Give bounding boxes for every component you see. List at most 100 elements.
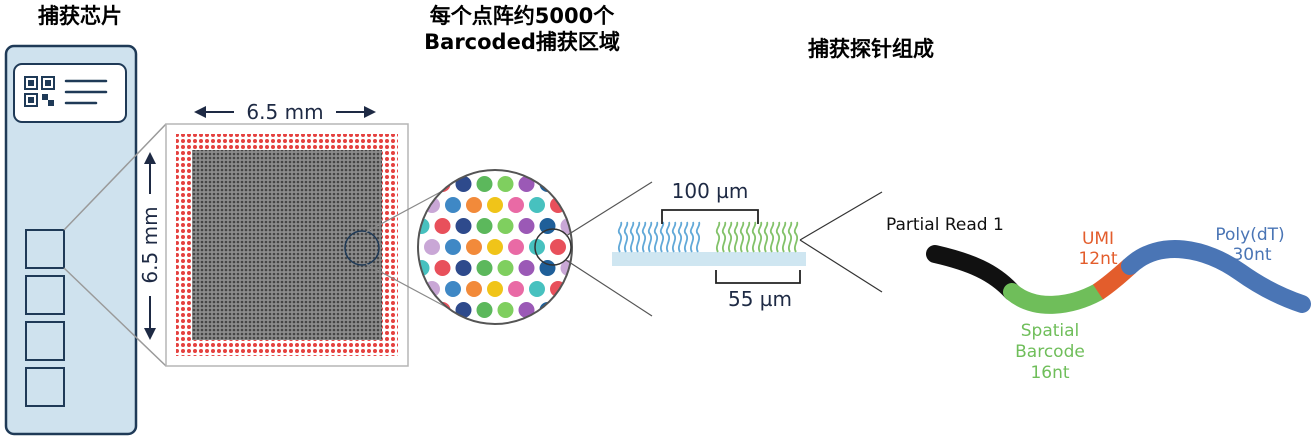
capture-spot bbox=[455, 260, 472, 276]
capture-spot bbox=[508, 281, 524, 297]
strand-cluster-blue bbox=[617, 221, 701, 253]
zoom-line-spot-bottom bbox=[365, 263, 449, 309]
diameter-bracket bbox=[715, 270, 801, 284]
capture-probe bbox=[926, 240, 1311, 314]
capture-spot bbox=[508, 170, 524, 171]
probe-strands: 100 µm 55 µm bbox=[612, 179, 806, 311]
capture-spot bbox=[529, 170, 545, 171]
capture-spot bbox=[466, 197, 482, 213]
probe-strand bbox=[727, 221, 733, 253]
capture-spot bbox=[476, 218, 493, 234]
height-label: 6.5 mm bbox=[138, 206, 162, 283]
spot-heading-line2: Barcoded捕获区域 bbox=[424, 30, 620, 54]
capture-spot bbox=[518, 302, 535, 318]
barcode-name-label-2: Barcode bbox=[1015, 342, 1085, 362]
capture-spot bbox=[455, 302, 472, 318]
capture-spot bbox=[529, 197, 545, 213]
probe-heading: 捕获探针组成 bbox=[808, 37, 934, 61]
capture-spot bbox=[518, 260, 535, 276]
capture-spot bbox=[539, 260, 556, 276]
polydt-length-label: 30nt bbox=[1232, 245, 1271, 265]
capture-spot bbox=[571, 281, 572, 297]
capture-spot bbox=[445, 197, 461, 213]
probe-strand bbox=[793, 221, 799, 253]
slide bbox=[4, 44, 138, 436]
slide-body bbox=[4, 44, 138, 436]
probe-strand bbox=[653, 221, 659, 253]
umi-length-label: 12nt bbox=[1078, 249, 1117, 269]
capture-spot bbox=[476, 176, 493, 192]
capture-spot bbox=[529, 323, 545, 324]
capture-spot bbox=[571, 170, 572, 171]
zoom-line-top bbox=[63, 123, 167, 231]
height-dimension: 6.5 mm bbox=[138, 152, 162, 340]
spot-heading-line1: 每个点阵约5000个 bbox=[429, 4, 615, 28]
capture-spot bbox=[571, 323, 572, 324]
capture-spot bbox=[550, 239, 566, 255]
arrow-left-icon bbox=[194, 106, 206, 118]
polydt-name-label: Poly(dT) bbox=[1215, 225, 1284, 245]
segment-polydt bbox=[1121, 240, 1311, 313]
capture-area-1 bbox=[25, 229, 65, 269]
barcode-name-label-1: Spatial bbox=[1021, 321, 1080, 341]
capture-spot bbox=[487, 281, 503, 297]
capture-spot bbox=[550, 170, 566, 171]
arrow-down-icon bbox=[144, 328, 156, 340]
probe-strand bbox=[787, 221, 793, 253]
capture-spot bbox=[466, 323, 482, 324]
capture-spot bbox=[582, 260, 598, 276]
probe-strand bbox=[769, 221, 775, 253]
zoom-line-probe-top bbox=[565, 181, 653, 237]
capture-spot bbox=[508, 323, 524, 324]
capture-spot bbox=[424, 239, 440, 255]
capture-spot bbox=[497, 218, 514, 234]
capture-spot bbox=[497, 176, 514, 192]
capture-spot bbox=[445, 281, 461, 297]
strand-cluster-green bbox=[715, 221, 799, 253]
zoom-line-detail-bottom bbox=[799, 239, 883, 293]
zoom-line-probe-bottom bbox=[565, 259, 653, 317]
capture-spot bbox=[476, 260, 493, 276]
umi-name-label: UMI bbox=[1082, 229, 1114, 249]
capture-spot bbox=[424, 170, 440, 171]
capture-spot bbox=[518, 176, 535, 192]
capture-spot bbox=[582, 302, 598, 318]
capture-spot bbox=[508, 197, 524, 213]
arrow-right-icon bbox=[364, 106, 376, 118]
probe-strand bbox=[775, 221, 781, 253]
probe-strand bbox=[677, 221, 683, 253]
capture-area-enlarged bbox=[165, 123, 409, 367]
partial-read-label: Partial Read 1 bbox=[886, 215, 1004, 235]
capture-spot bbox=[571, 197, 572, 213]
segment-partial-read-1 bbox=[926, 245, 1021, 301]
zoom-line-spot-top bbox=[365, 187, 449, 233]
capture-area-2 bbox=[25, 275, 65, 315]
capture-spot bbox=[487, 323, 503, 324]
probe-strand bbox=[665, 221, 671, 253]
substrate-bar bbox=[612, 252, 806, 266]
probe-strand bbox=[781, 221, 787, 253]
diameter-label: 55 µm bbox=[728, 287, 792, 311]
zoom-line-bottom bbox=[63, 267, 167, 367]
probe-strand bbox=[635, 221, 641, 253]
qr-code-icon bbox=[24, 76, 55, 107]
zoom-line-detail-top bbox=[799, 191, 883, 241]
probe-strand bbox=[683, 221, 689, 253]
width-dimension: 6.5 mm bbox=[194, 100, 376, 124]
capture-spot bbox=[487, 197, 503, 213]
probe-strand bbox=[641, 221, 647, 253]
probe-strand bbox=[739, 221, 745, 253]
probe-zoom-marker bbox=[534, 228, 572, 266]
spot-heading: 每个点阵约5000个 Barcoded捕获区域 bbox=[396, 3, 648, 55]
capture-spot bbox=[487, 170, 503, 171]
probe-strand bbox=[689, 221, 695, 253]
capture-spot bbox=[434, 218, 451, 234]
capture-spot bbox=[466, 281, 482, 297]
capture-spot bbox=[466, 239, 482, 255]
capture-spot bbox=[418, 176, 430, 192]
capture-spot bbox=[518, 218, 535, 234]
barcode-length-label: 16nt bbox=[1030, 363, 1069, 383]
probe-strand bbox=[733, 221, 739, 253]
probe-strand bbox=[763, 221, 769, 253]
capture-spot bbox=[487, 239, 503, 255]
